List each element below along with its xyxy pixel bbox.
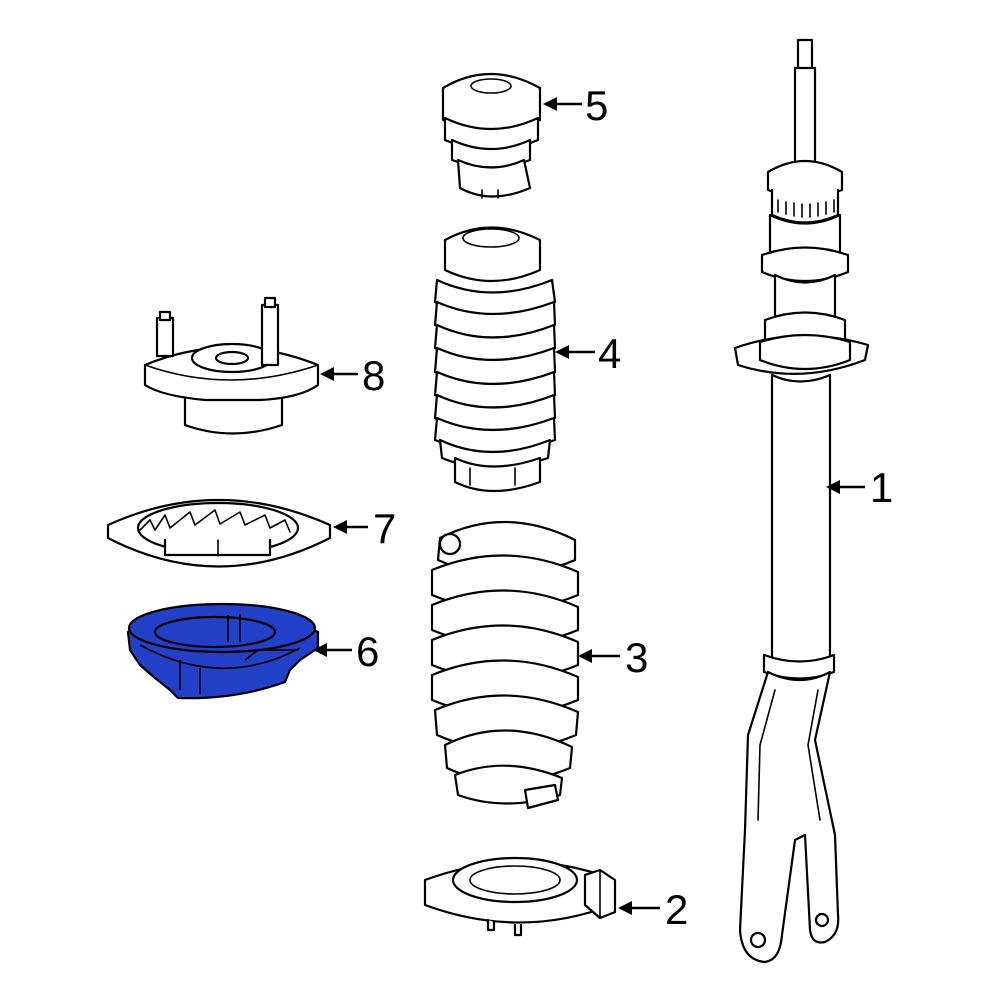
bump-stop-part-5[interactable] — [441, 73, 542, 199]
callout-7: 7 — [373, 505, 396, 552]
callout-6: 6 — [356, 628, 379, 675]
callout-4: 4 — [598, 330, 621, 377]
top-mount-part-8[interactable] — [143, 296, 320, 435]
lower-spring-seat-part-2[interactable] — [423, 856, 617, 937]
coil-spring-part-3[interactable] — [430, 520, 580, 810]
strut-assembly-part-1[interactable] — [733, 38, 870, 964]
dust-boot-part-4[interactable] — [433, 226, 557, 493]
callout-arrows — [313, 97, 865, 915]
upper-spring-pad-part-7[interactable] — [106, 498, 332, 568]
callout-3: 3 — [625, 634, 648, 681]
callout-1: 1 — [870, 464, 893, 511]
callout-2: 2 — [665, 886, 688, 933]
spring-pad-part-6-highlighted[interactable] — [126, 602, 320, 700]
callout-5: 5 — [585, 82, 608, 129]
callout-8: 8 — [362, 352, 385, 399]
